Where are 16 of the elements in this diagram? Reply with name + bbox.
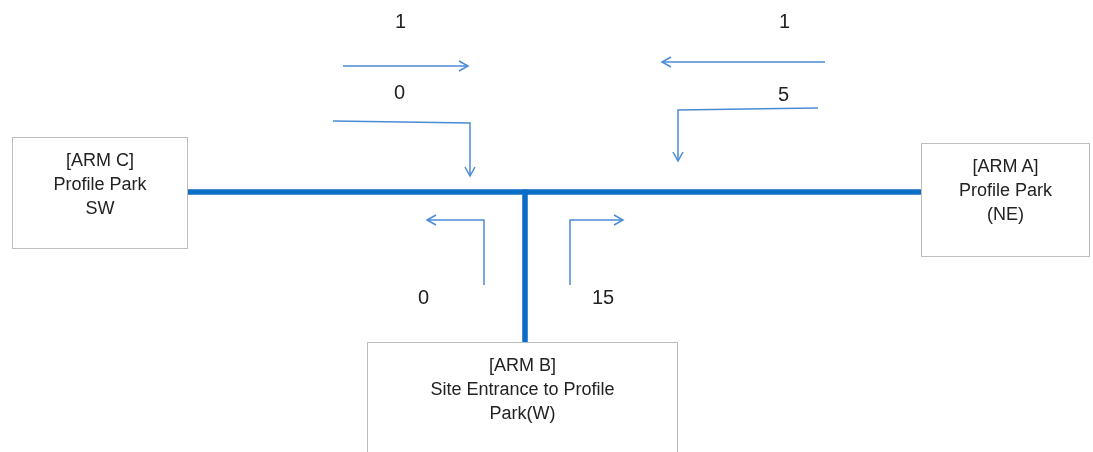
arm-code: [ARM A] <box>972 155 1039 178</box>
arm-box <box>921 143 1090 257</box>
traffic-count: 5 <box>778 83 790 106</box>
road-line <box>522 189 921 342</box>
arm-box <box>367 342 678 452</box>
traffic-count: 15 <box>592 286 615 309</box>
arm-code: [ARM B] <box>489 354 556 377</box>
arm-name: Site Entrance to Profile Park(W) <box>429 378 616 425</box>
traffic-count: 0 <box>418 286 430 309</box>
arm-box <box>12 137 188 249</box>
arm-name: Profile Park SW <box>52 173 148 220</box>
arm-name: Profile Park (NE) <box>957 179 1053 226</box>
traffic-count: 1 <box>779 10 791 33</box>
traffic-count: 1 <box>395 10 407 33</box>
arm-code: [ARM C] <box>66 149 134 172</box>
traffic-count: 0 <box>394 81 406 104</box>
